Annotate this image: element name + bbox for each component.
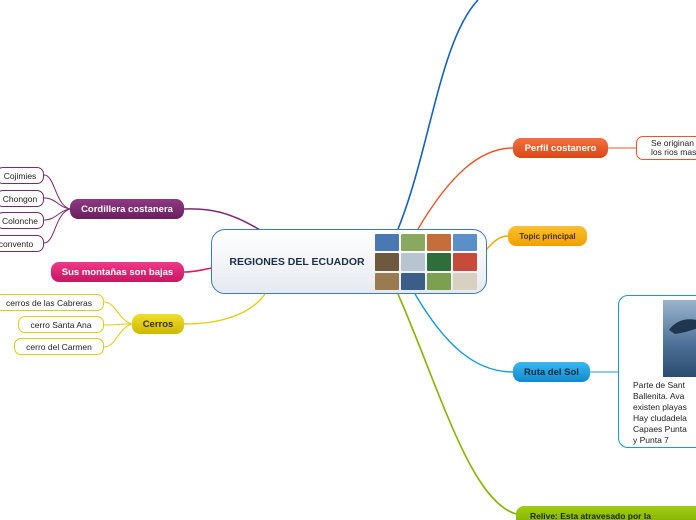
subtopic-colonche[interactable]: Colonche [0,212,44,229]
topic-perfil-costanero[interactable]: Perfil costanero [513,138,608,158]
topic-principal[interactable]: Topic principal [508,226,587,246]
ruta-text-line-5: Capaes Punta [633,424,687,434]
connector-cojimies [43,174,71,210]
connector-chongon [43,197,71,210]
central-topic[interactable]: REGIONES DEL ECUADOR [211,229,487,294]
connector-convento [43,208,71,244]
subtopic-cerros-cabreras[interactable]: cerros de las Cabreras [0,294,104,311]
connector-carmen [103,323,133,348]
ruta-del-sol-detail-card[interactable]: Parte de Sant Ballenita. Ava existen pla… [618,295,696,448]
subtopic-cojimies[interactable]: Cojimies [0,167,44,184]
ruta-text-line-4: Hay cludadela [633,413,687,423]
whale-photo-image [663,300,696,377]
topic-relive[interactable]: Relive: Esta atravesado por la [516,506,696,520]
connector-blue-top [397,0,479,230]
topic-cordillera-costanera[interactable]: Cordillera costanera [70,199,184,219]
ruta-del-sol-text: Parte de Sant Ballenita. Ava existen pla… [633,380,696,446]
connector-topic [485,235,509,251]
topic-montanas-bajas[interactable]: Sus montañas son bajas [51,262,184,282]
subtopic-se-originan-line-2: los rios mas [651,147,696,157]
whale-icon [669,319,696,334]
topic-cerros[interactable]: Cerros [132,314,184,334]
connector-relive [397,293,517,515]
connector-cordillera [183,208,261,231]
connector-montanas [183,267,213,273]
ruta-text-line-6: y Punta 7 [633,435,669,445]
subtopic-chongon[interactable]: Chongon [0,190,44,207]
ruta-text-line-2: Ballenita. Ava [633,391,685,401]
connector-santa-ana [103,323,133,326]
subtopic-convento[interactable]: convento [0,235,44,252]
connector-ruta [414,293,514,373]
connector-perfil [417,147,514,230]
ruta-text-line-1: Parte de Sant [633,380,685,390]
ecuador-photo-collage-image [375,234,477,290]
connector-cerros [183,293,266,325]
subtopic-se-originan[interactable]: Se originan los rios mas [636,136,696,160]
connector-cabreras [103,301,133,325]
central-topic-title: REGIONES DEL ECUADOR [229,255,365,268]
topic-ruta-del-sol[interactable]: Ruta del Sol [513,362,590,382]
subtopic-cerro-santa-ana[interactable]: cerro Santa Ana [18,316,104,333]
subtopic-se-originan-line-1: Se originan [651,138,695,148]
ruta-text-line-3: existen playas [633,402,687,412]
subtopic-cerro-carmen[interactable]: cerro del Carmen [14,338,104,355]
